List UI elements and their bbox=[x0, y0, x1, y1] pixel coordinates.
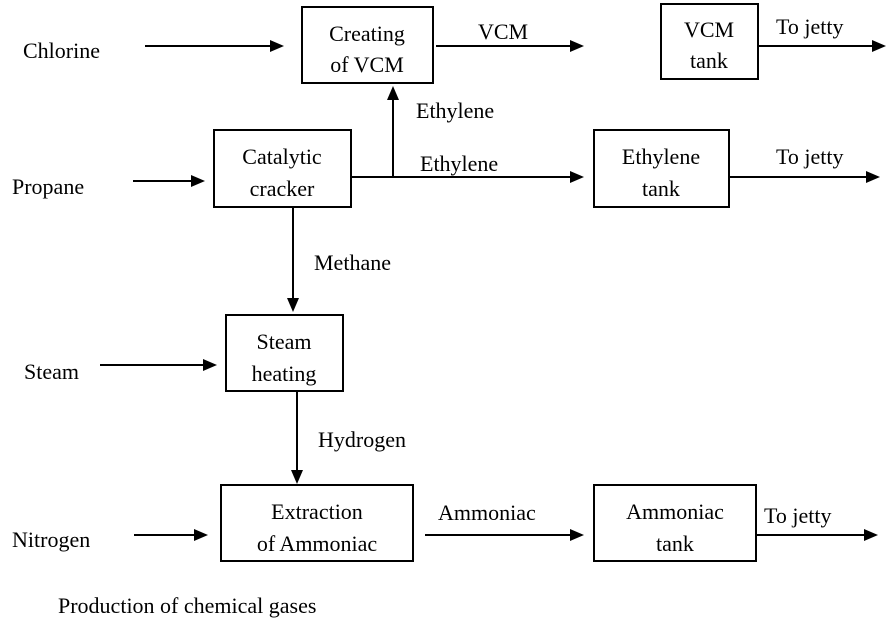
chlorine-arrow bbox=[145, 40, 284, 52]
vcm-flow-label: VCM bbox=[478, 19, 528, 44]
hydrogen-arrow bbox=[291, 391, 303, 484]
steam-input-label: Steam bbox=[24, 359, 79, 384]
ethylene-jetty-arrow bbox=[729, 171, 880, 183]
ammoniac-tank-label-line2: tank bbox=[656, 531, 694, 556]
ammoniac-jetty-arrow bbox=[756, 529, 878, 541]
nitrogen-arrow bbox=[134, 529, 208, 541]
methane-arrow bbox=[287, 207, 299, 312]
extraction-ammoniac-label-line2: of Ammoniac bbox=[257, 531, 378, 556]
vcm-tank-label-line2: tank bbox=[690, 48, 728, 73]
ammoniac-jetty-label: To jetty bbox=[764, 503, 832, 528]
ethylene-tank-label-line1: Ethylene bbox=[622, 144, 700, 169]
catalytic-cracker-label-line1: Catalytic bbox=[242, 144, 322, 169]
creating-vcm-label-line2: of VCM bbox=[330, 52, 404, 77]
steam-heating-label-line1: Steam bbox=[257, 329, 312, 354]
ammoniac-tank-box: Ammoniac tank bbox=[593, 484, 757, 562]
vcm-tank-box: VCM tank bbox=[660, 3, 759, 80]
ethylene-right-flow-label: Ethylene bbox=[420, 151, 498, 176]
vcm-jetty-label: To jetty bbox=[776, 14, 844, 39]
chlorine-input-label: Chlorine bbox=[23, 38, 100, 63]
creating-vcm-box: Creating of VCM bbox=[301, 6, 434, 84]
steam-heating-label-line2: heating bbox=[252, 361, 317, 386]
diagram-caption: Production of chemical gases bbox=[58, 593, 316, 618]
propane-input-label: Propane bbox=[12, 174, 84, 199]
ethylene-up-arrow bbox=[387, 86, 399, 177]
ammoniac-tank-label-line1: Ammoniac bbox=[626, 499, 724, 524]
propane-arrow bbox=[133, 175, 205, 187]
ethylene-tank-label-line2: tank bbox=[642, 176, 680, 201]
catalytic-cracker-box: Catalytic cracker bbox=[213, 129, 352, 208]
steam-heating-box: Steam heating bbox=[225, 314, 344, 392]
extraction-ammoniac-box: Extraction of Ammoniac bbox=[220, 484, 414, 562]
ammoniac-arrow bbox=[425, 529, 584, 541]
ethylene-right-arrow bbox=[351, 171, 584, 183]
vcm-arrow bbox=[436, 40, 584, 52]
nitrogen-input-label: Nitrogen bbox=[12, 527, 90, 552]
ethylene-up-flow-label: Ethylene bbox=[416, 98, 494, 123]
hydrogen-flow-label: Hydrogen bbox=[318, 427, 406, 452]
catalytic-cracker-label-line2: cracker bbox=[250, 176, 315, 201]
methane-flow-label: Methane bbox=[314, 250, 391, 275]
extraction-ammoniac-label-line1: Extraction bbox=[271, 499, 363, 524]
creating-vcm-label-line1: Creating bbox=[329, 21, 405, 46]
steam-arrow bbox=[100, 359, 217, 371]
ethylene-jetty-label: To jetty bbox=[776, 144, 844, 169]
vcm-tank-label-line1: VCM bbox=[684, 17, 734, 42]
ammoniac-flow-label: Ammoniac bbox=[438, 500, 536, 525]
ethylene-tank-box: Ethylene tank bbox=[593, 129, 730, 208]
vcm-jetty-arrow bbox=[758, 40, 886, 52]
